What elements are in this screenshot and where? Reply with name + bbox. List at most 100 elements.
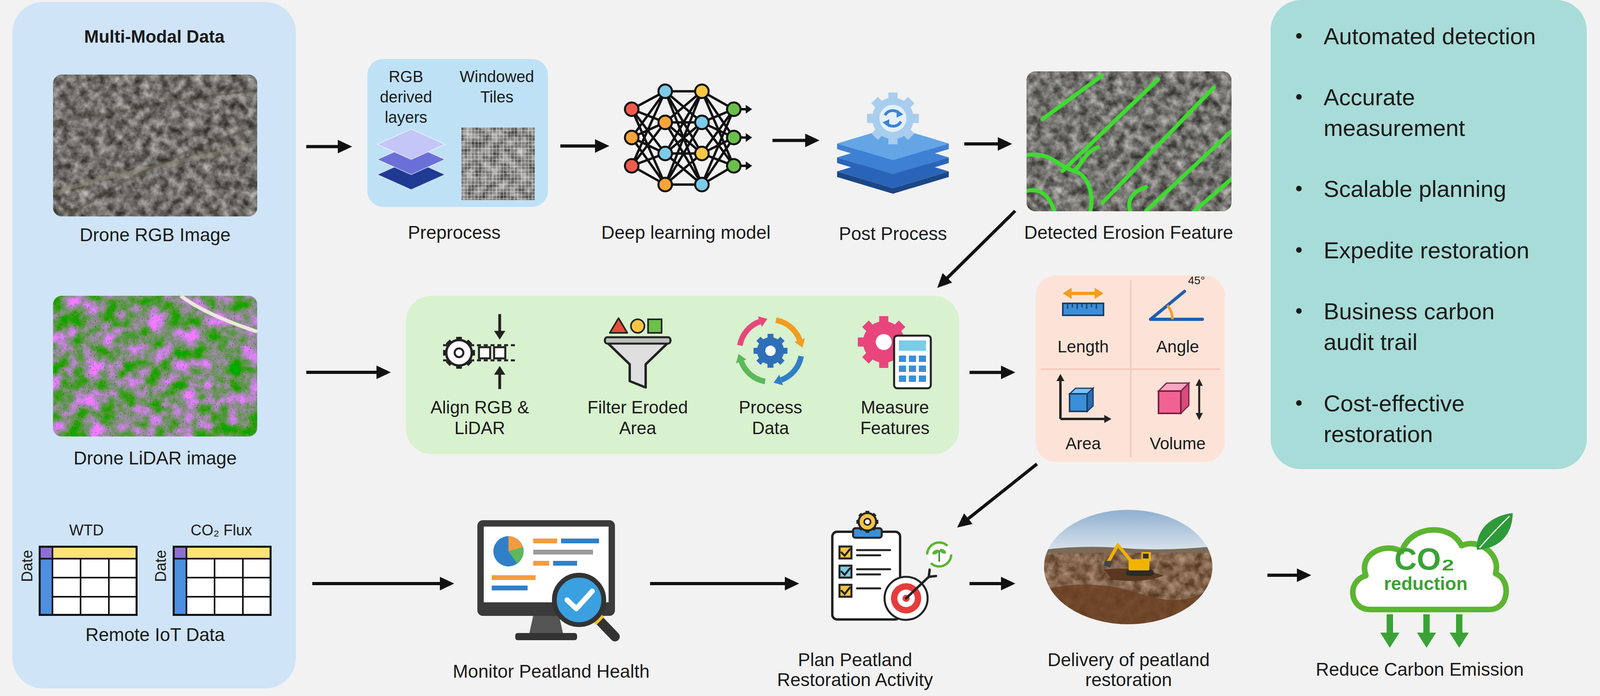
svg-rect: [173, 547, 187, 560]
arrow-head: [937, 273, 953, 288]
metric-cell: Volume: [1130, 369, 1225, 463]
step-item: Process Data: [722, 309, 819, 443]
svg-circle: [658, 177, 672, 192]
flow-arrow: [772, 133, 820, 148]
workflow-panel: Align RGB & LiDAR Filter Eroded Area Pro…: [405, 295, 960, 455]
flow-arrow: [1267, 568, 1312, 583]
data-panel: Multi-Modal Data Drone RGB Image Drone L…: [12, 1, 296, 689]
svg-rect: [1026, 71, 1232, 212]
svg-path: [53, 142, 258, 195]
svg-rect: [908, 375, 917, 383]
svg-ellipse: [931, 548, 940, 556]
svg-rect: [898, 375, 907, 383]
svg-circle: [493, 536, 524, 567]
svg-g: [1296, 33, 1302, 406]
arrow-head: [1296, 568, 1312, 583]
plan-icon: [824, 510, 954, 623]
svg-circle: [1296, 400, 1302, 406]
node-text: Expedite restoration: [1323, 234, 1547, 266]
svg-circle: [658, 146, 672, 161]
svg-rect: [1423, 614, 1430, 635]
svg-rect: [173, 547, 271, 616]
svg-rect: [894, 335, 931, 389]
step-item: Align RGB & LiDAR: [419, 309, 540, 443]
svg-circle: [727, 130, 741, 145]
svg-path: [567, 591, 593, 609]
svg-circle: [1296, 33, 1302, 39]
svg-polygon: [1104, 415, 1112, 424]
svg-use: [443, 336, 475, 369]
flow-arrow: [964, 137, 1013, 151]
svg-polygon: [1094, 287, 1104, 300]
node-text: Cost-effective restoration: [1323, 388, 1547, 450]
svg-circle: [1296, 185, 1302, 192]
svg-rect: [604, 337, 671, 344]
svg-rect: [1142, 553, 1149, 559]
benefits-box: Automated detectionAccurate measurementS…: [1270, 0, 1587, 470]
svg-rect: [53, 74, 258, 217]
svg-rect: [1044, 553, 1213, 625]
svg-path: [508, 547, 524, 564]
svg-g: [1380, 614, 1469, 649]
flow-arrow: [969, 365, 1016, 380]
flow-arrow: [937, 210, 1016, 288]
svg-rect: [898, 355, 907, 363]
svg-rect: [1062, 303, 1104, 316]
node-text: Accurate measurement: [1323, 81, 1547, 144]
svg-polygon: [745, 104, 753, 114]
node-text: Scalable planning: [1323, 173, 1547, 205]
svg-polygon: [377, 129, 446, 160]
node-text: Volume: [1133, 433, 1222, 454]
arrow-head: [439, 577, 455, 591]
svg-g: [173, 547, 271, 616]
label-text: Date: [18, 550, 37, 583]
svg-polygon: [1103, 561, 1112, 568]
node-text: Plan Peatland Restoration Activity: [771, 650, 939, 690]
svg-circle: [879, 104, 907, 133]
node-text: Post Process: [813, 223, 973, 245]
svg-path: [1068, 291, 1098, 296]
node-text: Align RGB & LiDAR: [419, 397, 540, 439]
svg-circle: [554, 575, 604, 625]
arrow-head: [1000, 365, 1016, 380]
svg-path: [1198, 385, 1201, 414]
node-text: Filter Eroded Area: [583, 397, 692, 439]
metrics-box: Length Angle Area Volume: [1035, 275, 1225, 463]
flow-arrow: [560, 139, 610, 153]
svg-use: [866, 92, 919, 145]
node-text: CO₂: [1376, 541, 1473, 577]
arrow-line: [964, 142, 1003, 146]
image-node: Drone LiDAR image: [53, 295, 258, 437]
arrow-line: [969, 370, 1006, 375]
process-cycle-icon: [730, 311, 811, 391]
svg-rect: [533, 561, 550, 566]
node-text: Length: [1039, 336, 1128, 357]
svg-use: [753, 334, 788, 369]
node-text: Area: [1039, 433, 1128, 454]
svg-circle: [1296, 94, 1302, 100]
svg-path: [173, 547, 271, 616]
svg-path: [1146, 131, 1232, 211]
arrow-line: [965, 464, 1038, 522]
svg-circle: [1296, 308, 1302, 314]
arrow-line: [306, 145, 343, 149]
svg-polygon: [1380, 632, 1400, 649]
svg-polygon: [794, 338, 805, 349]
node-text: Measure Features: [839, 397, 951, 439]
stage-icon-node: Delivery of peatland restoration: [1044, 510, 1213, 625]
svg-rect: [39, 559, 53, 616]
metric-cell: Angle: [1130, 275, 1225, 370]
svg-path: [1194, 179, 1232, 212]
svg-g: [1044, 510, 1213, 625]
svg-circle: [624, 130, 639, 145]
step-item: Measure Features: [839, 309, 951, 443]
align-icon: [439, 311, 520, 391]
svg-circle: [872, 97, 914, 140]
svg-path: [53, 90, 258, 123]
svg-path: [1044, 584, 1213, 625]
svg-rect: [1125, 569, 1154, 577]
flow-arrow: [969, 577, 1016, 591]
svg-rect: [494, 347, 506, 359]
svg-rect: [648, 319, 662, 334]
